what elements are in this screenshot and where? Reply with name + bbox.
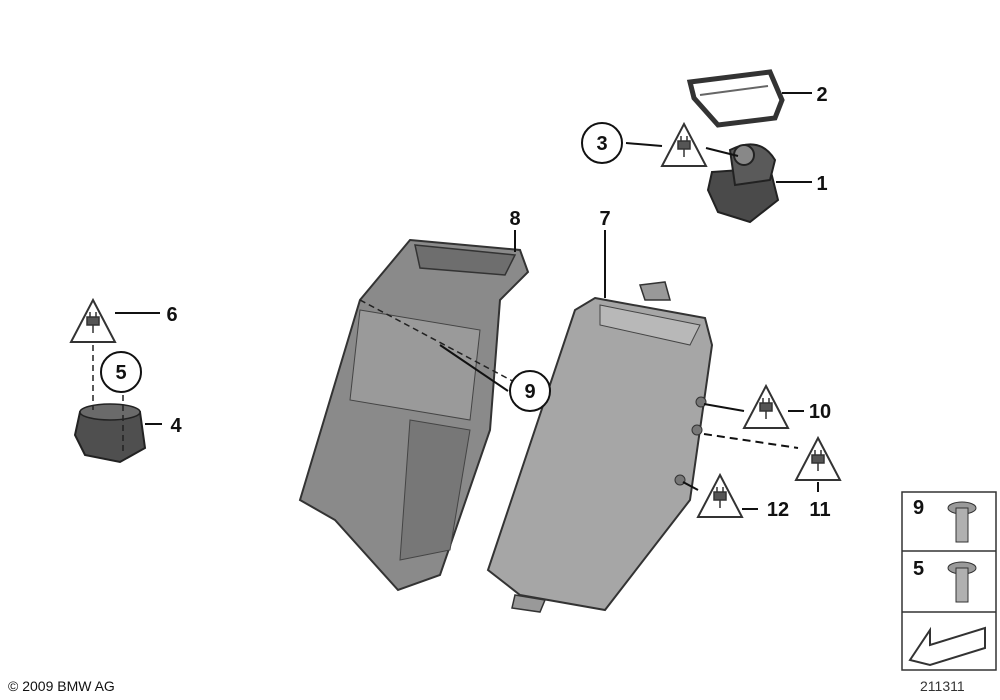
frame-clip-part [686,69,785,128]
callout-6: 6 [166,304,177,326]
screw-icon [947,561,977,603]
callout-7: 7 [599,208,610,230]
connector-warning-icon [697,474,743,518]
control-unit-part [486,281,714,613]
svg-text:3: 3 [596,133,607,155]
connector-warning-icon [743,385,789,429]
callout-2: 2 [816,84,827,106]
connector-warning-icon [70,299,116,343]
connector-warning-icon [795,437,841,481]
reference-number: 211311 [920,678,965,694]
callout-11: 11 [809,499,830,521]
callout-1: 1 [816,173,827,195]
callout-12: 12 [767,499,789,521]
legend-label-5: 5 [913,558,925,580]
svg-text:5: 5 [115,362,126,384]
connector-part [73,345,147,464]
bracket-part [298,238,530,592]
callout-4: 4 [170,415,182,437]
screw-icon [947,501,977,543]
callout-3: 3 [581,122,623,164]
legend-label-9: 9 [913,497,925,519]
copyright-text: © 2009 BMW AG [8,678,115,694]
callout-9: 9 [509,370,551,412]
camera-part [706,143,780,224]
direction-arrow-icon [908,626,986,667]
callout-5: 5 [100,351,142,393]
leader-lines [115,92,819,510]
callout-8: 8 [509,208,520,230]
callout-10: 10 [809,401,831,423]
connector-warning-icon [661,123,707,167]
svg-text:9: 9 [524,381,535,403]
